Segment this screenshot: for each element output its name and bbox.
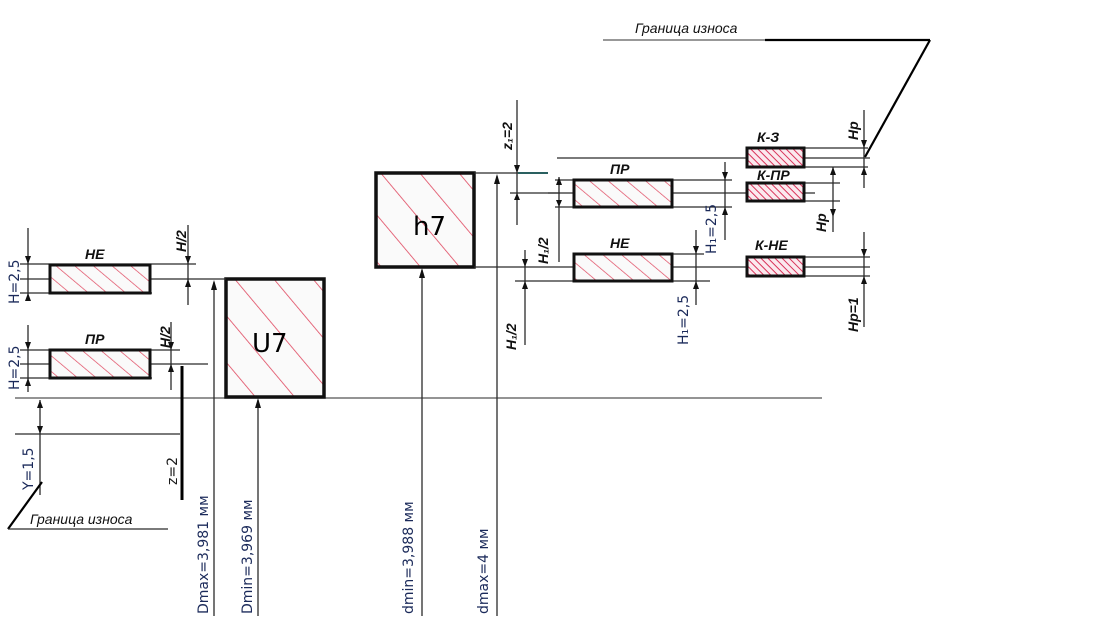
hole-pr-height-dim: H=2,5 (7, 345, 23, 390)
shaft-pr-height-dim: H₁=2,5 (704, 204, 720, 254)
control-gauge-k-z: К-З (745, 129, 868, 169)
hole-dmin-label: Dmin=3,969 мм (240, 499, 256, 614)
control-gauge-k-z-label: К-З (757, 129, 779, 145)
hole-ne-height-dim: H=2,5 (7, 259, 23, 304)
control-k-pr-height-dim: Hp (813, 213, 829, 232)
hole-field-label: U7 (252, 329, 288, 359)
hole-gauge-ne: НЕ (20, 246, 226, 295)
hole-wear-dim: Y=1,5 (21, 447, 37, 491)
shaft-dmax-label: dmax=4 мм (476, 528, 492, 614)
hole-wear-border-label: Граница износа (30, 511, 133, 527)
shaft-gauge-ne: НЕ (515, 235, 710, 283)
hole-dmax-label: Dmax=3,981 мм (196, 495, 212, 614)
shaft-wear-border-label: Граница износа (635, 20, 738, 36)
shaft-z-dim: z₁=2 (499, 122, 515, 151)
shaft-tolerance-field (374, 171, 476, 269)
shaft-dmin-label: dmin=3,988 мм (401, 501, 417, 614)
control-k-z-height-dim: Hp (845, 121, 861, 140)
hole-gauge-pr-label: ПР (85, 331, 105, 347)
shaft-pr-half-dim: H₁/2 (535, 237, 551, 264)
control-gauge-k-ne-label: К-НЕ (755, 237, 788, 253)
hole-tolerance-field (224, 277, 326, 399)
control-k-ne-height-dim: Hp=1 (845, 297, 861, 332)
control-gauge-k-pr: К-ПР (745, 167, 840, 203)
shaft-ne-height-dim: H₁=2,5 (676, 295, 692, 345)
hole-gauge-ne-label: НЕ (85, 246, 105, 262)
hole-z-dim: z=2 (165, 457, 181, 485)
shaft-ne-half-dim: H₁/2 (503, 323, 519, 350)
shaft-field-label: h7 (413, 212, 446, 242)
shaft-gauge-pr-label: ПР (610, 161, 630, 177)
shaft-gauge-pr: ПР (548, 157, 870, 209)
hole-pr-half-dim: H/2 (157, 326, 173, 348)
control-gauge-k-pr-label: К-ПР (757, 167, 790, 183)
control-gauge-k-ne: К-НЕ (745, 237, 870, 278)
hole-gauge-pr: ПР (20, 331, 208, 380)
hole-ne-half-dim: H/2 (173, 230, 189, 252)
shaft-gauge-ne-label: НЕ (610, 235, 630, 251)
